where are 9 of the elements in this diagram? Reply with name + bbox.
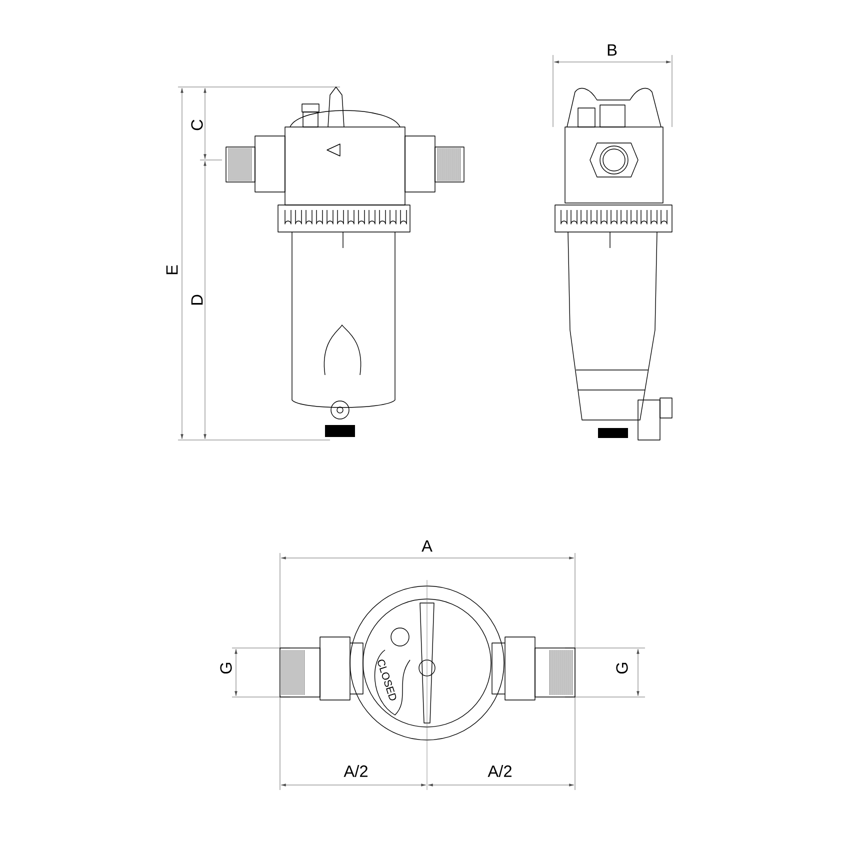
dimension-label: G [616,662,628,674]
dimension-label: A [422,540,432,552]
dimension-label: A/2 [488,764,512,778]
dimension-label: A/2 [344,764,368,778]
dimension-label: G [220,662,232,674]
dimension-label: C [191,120,203,130]
dimension-label: E [166,265,178,274]
dimension-label: D [191,294,203,305]
dimension-label: B [608,44,617,56]
